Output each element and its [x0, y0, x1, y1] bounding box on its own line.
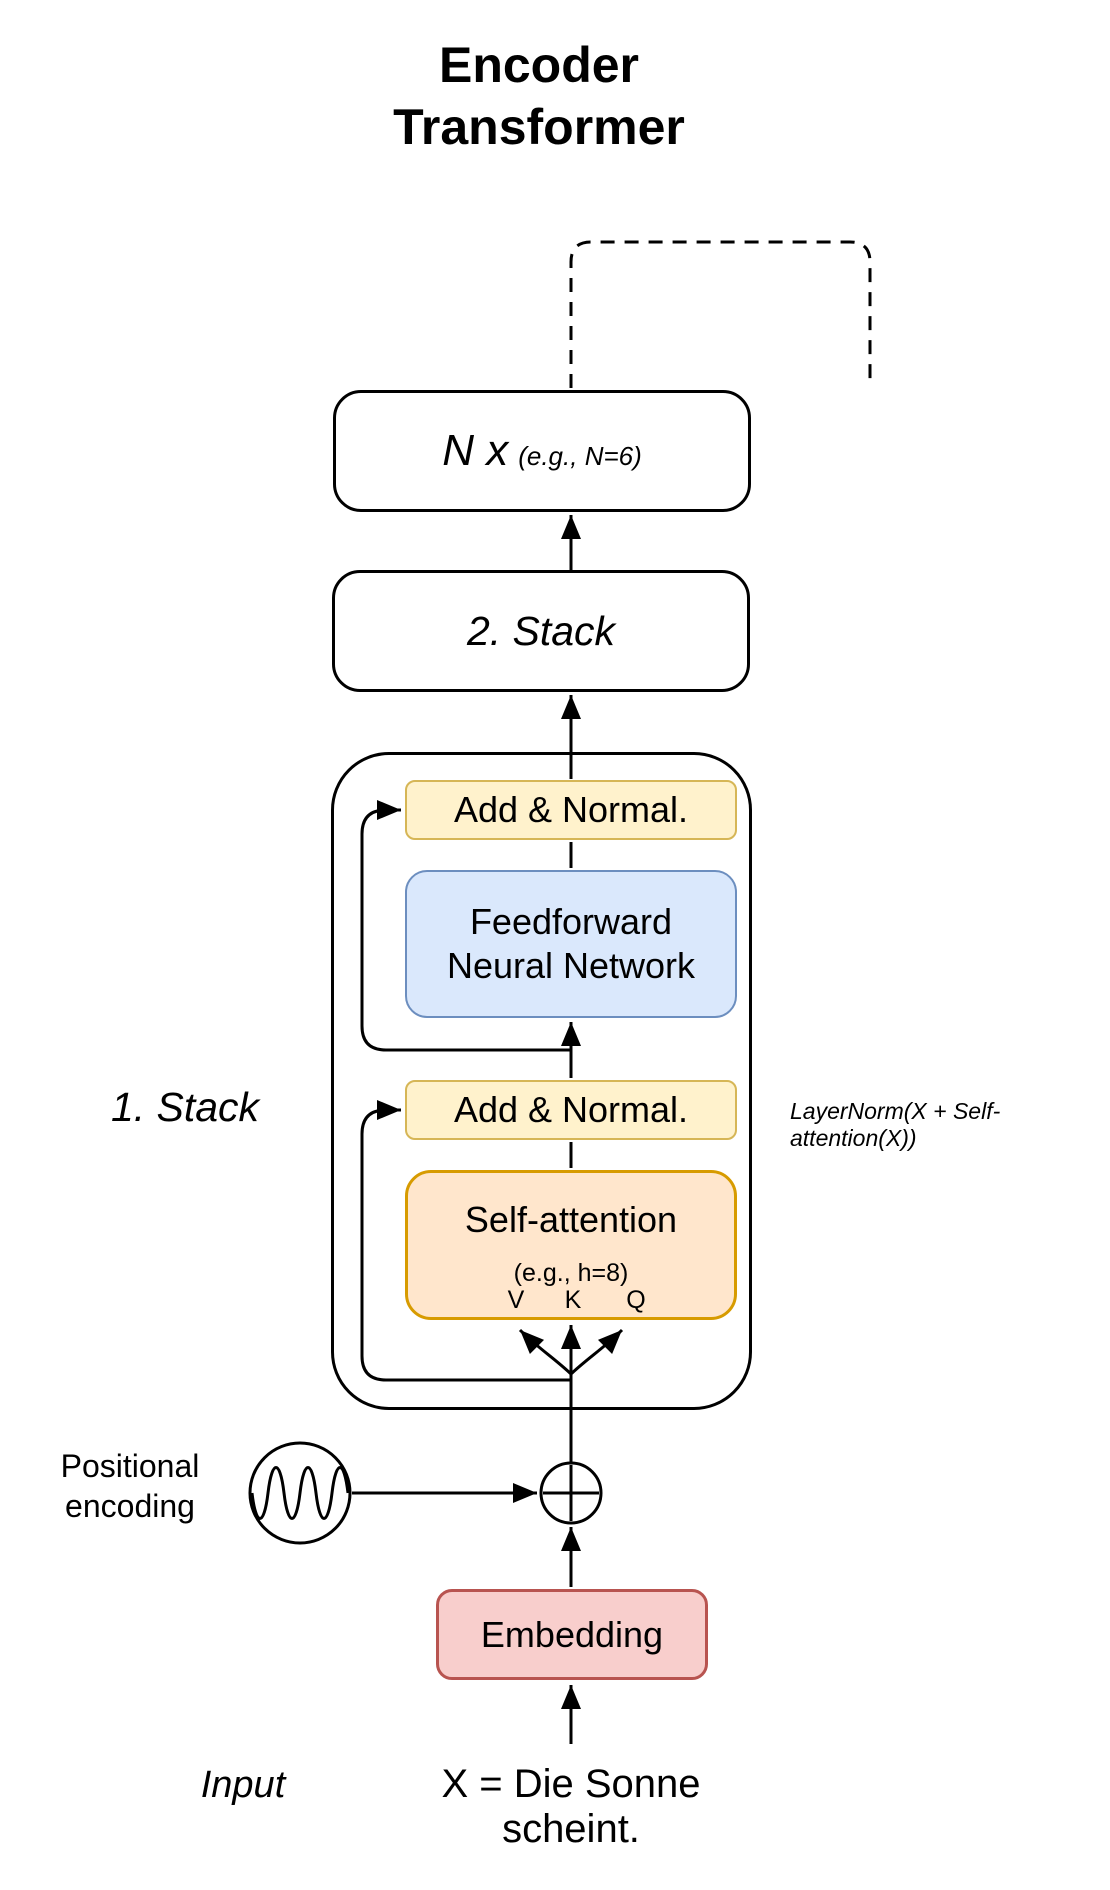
repeat-count-label: N x: [442, 426, 509, 475]
add-normal-bottom-label: Add & Normal.: [453, 1089, 689, 1130]
ffn-label-line-1: Feedforward: [469, 901, 673, 942]
add-normal-bottom-box: Add & Normal.: [405, 1080, 737, 1140]
page-title: Encoder Transformer: [279, 34, 799, 158]
positional-encoding-wave-icon: [248, 1441, 352, 1545]
ffn-box: Feedforward Neural Network: [405, 870, 737, 1018]
dashed-loop-connector: [569, 240, 872, 388]
stack2-box: 2. Stack: [332, 570, 750, 692]
encoder-layer-container: [331, 752, 752, 1410]
ffn-label-line-2: Neural Network: [446, 945, 696, 986]
arrow-input-to-q: [569, 1328, 624, 1376]
positional-encoding-line-2: encoding: [65, 1488, 195, 1524]
query-input-label: Q: [626, 1286, 646, 1314]
input-label: Input: [200, 1764, 286, 1806]
embedding-label: Embedding: [480, 1613, 664, 1655]
positional-encoding-line-1: Positional: [60, 1448, 200, 1484]
add-normal-top-box: Add & Normal.: [405, 780, 737, 840]
value-input-label: V: [507, 1286, 525, 1314]
plus-circle-icon: [539, 1461, 603, 1525]
input-sentence: X = Die Sonne scheint.: [441, 1762, 701, 1851]
stack1-side-label: 1. Stack: [110, 1084, 260, 1130]
add-normal-top-label: Add & Normal.: [453, 789, 689, 830]
self-attention-note: (e.g., h=8): [513, 1259, 629, 1287]
layernorm-annotation: LayerNorm(X + Self-attention(X)): [790, 1098, 1001, 1151]
embedding-box: Embedding: [436, 1589, 708, 1680]
page-title-line-2: Transformer: [393, 99, 685, 155]
key-input-label: K: [564, 1286, 582, 1314]
page-title-line-1: Encoder: [438, 37, 640, 93]
arrow-input-to-v: [518, 1328, 573, 1376]
stack2-label: 2. Stack: [466, 607, 616, 654]
repeat-count-note: (e.g., N=6): [518, 441, 642, 471]
arrow-residual-ffn: [360, 800, 571, 1052]
positional-encoding-label: Positional encoding: [50, 1446, 210, 1526]
repeat-count-box: N x (e.g., N=6): [333, 390, 751, 512]
self-attention-box: Self-attention (e.g., h=8) V K Q: [405, 1170, 737, 1320]
self-attention-label: Self-attention: [464, 1199, 678, 1240]
